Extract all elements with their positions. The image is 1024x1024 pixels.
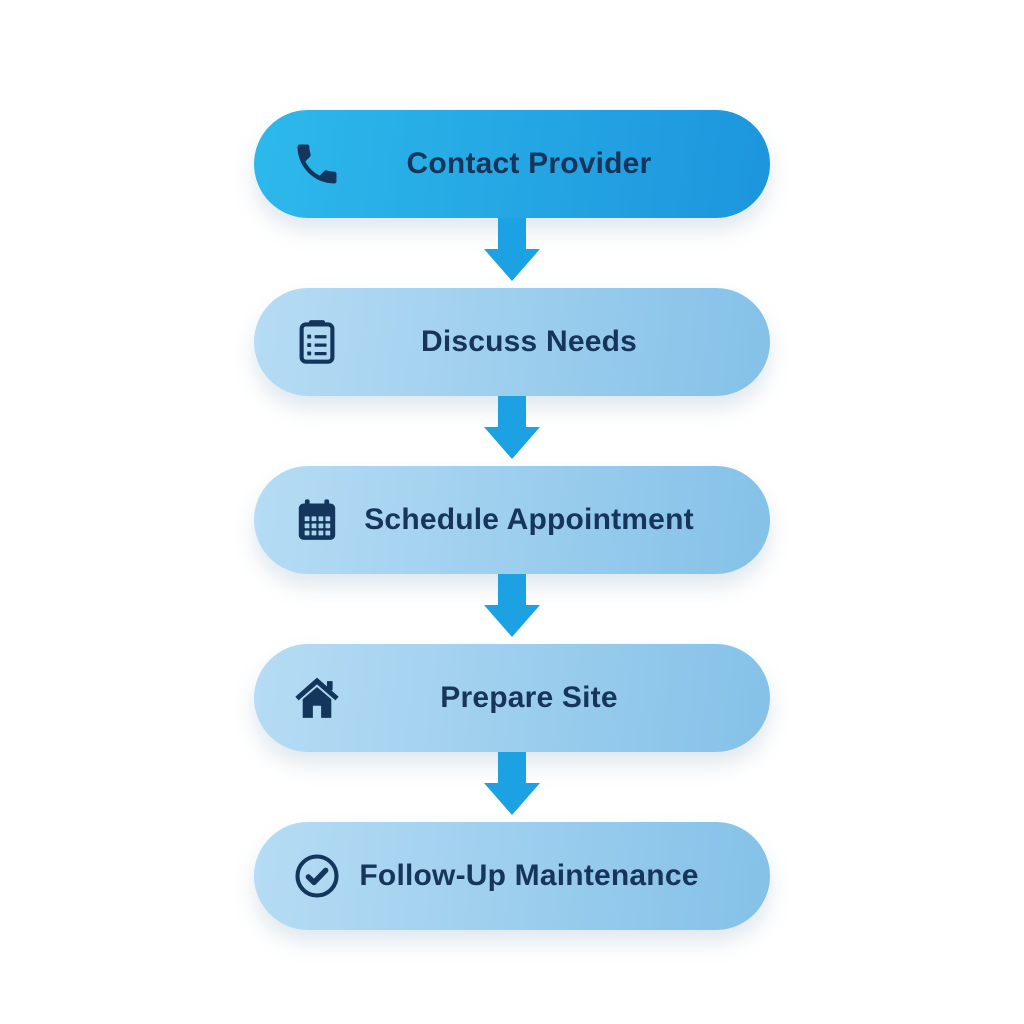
step-pill-follow-up-maintenance: Follow-Up Maintenance bbox=[254, 822, 770, 930]
step-label: Contact Provider bbox=[406, 147, 652, 180]
step-label: Schedule Appointment bbox=[364, 503, 694, 536]
step-pill-prepare-site: Prepare Site bbox=[254, 644, 770, 752]
step-label: Discuss Needs bbox=[420, 325, 638, 358]
flow-arrow-1 bbox=[483, 218, 541, 288]
flow-arrow-2 bbox=[483, 396, 541, 466]
flow-arrow-4 bbox=[483, 752, 541, 822]
step-pill-discuss-needs: Discuss Needs bbox=[254, 288, 770, 396]
step-label: Prepare Site bbox=[440, 681, 618, 714]
flow-arrow-3 bbox=[483, 574, 541, 644]
step-label: Follow-Up Maintenance bbox=[359, 859, 699, 892]
step-pill-contact-provider: Contact Provider bbox=[254, 110, 770, 218]
calendar-icon bbox=[290, 493, 344, 547]
flowchart: Contact Provider Discuss bbox=[254, 110, 770, 930]
step-pill-schedule-appointment: Schedule Appointment bbox=[254, 466, 770, 574]
phone-icon bbox=[290, 137, 344, 191]
home-icon bbox=[290, 671, 344, 725]
clipboard-list-icon bbox=[290, 315, 344, 369]
check-circle-icon bbox=[290, 849, 344, 903]
